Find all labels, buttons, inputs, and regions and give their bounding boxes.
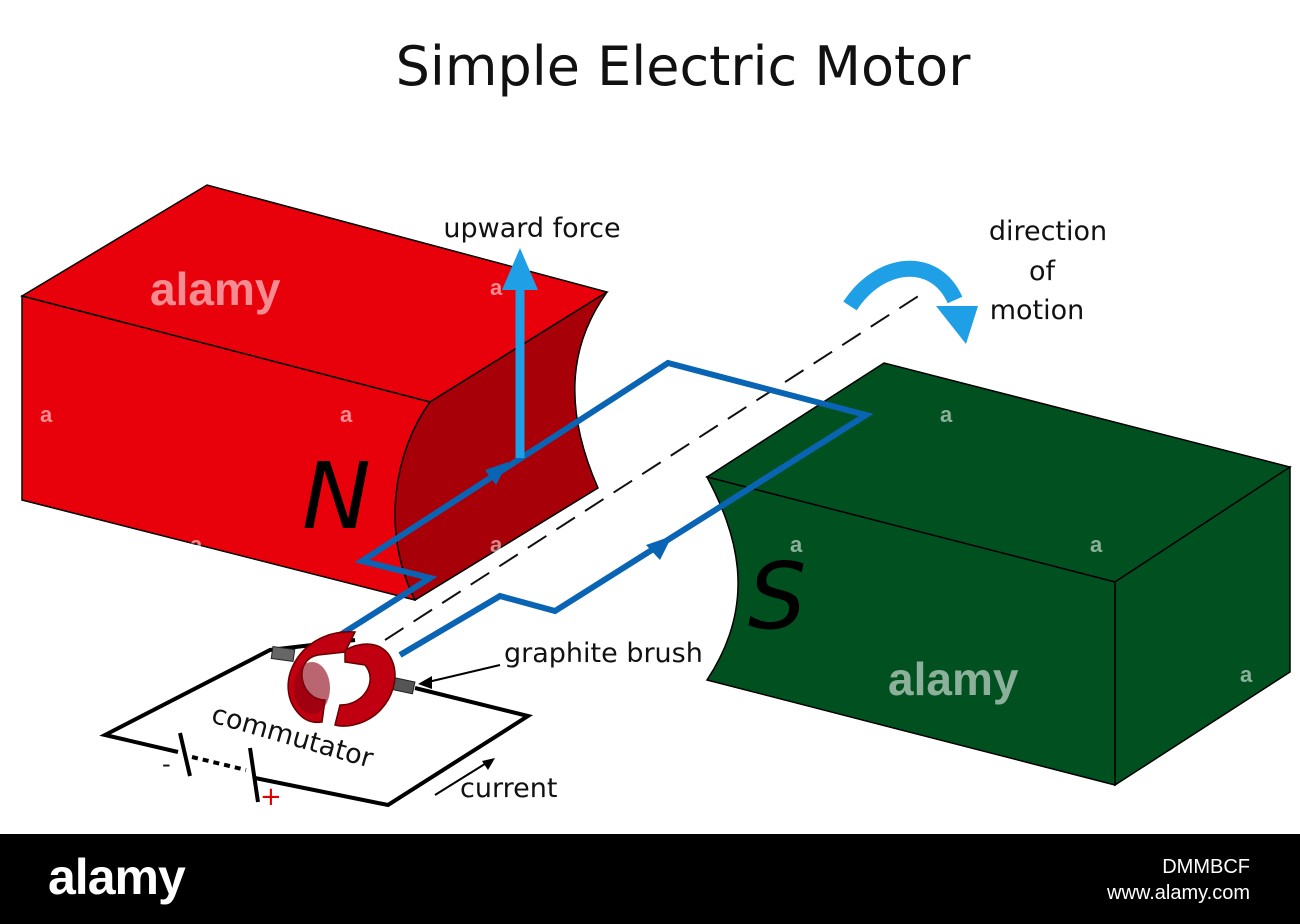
circuit-wire-2 [254, 686, 534, 808]
upward-force-label: upward force [443, 213, 620, 244]
south-pole-label: S [748, 543, 806, 650]
coil-wire [338, 359, 874, 658]
diagram-title: Simple Electric Motor [396, 35, 972, 98]
commutator [287, 631, 396, 727]
curved-arrow-icon [843, 260, 978, 344]
current-arrow-icon [434, 758, 495, 796]
brush-left [270, 645, 296, 663]
rotation-axis [384, 294, 921, 641]
watermark: alamy alamy a a a a a a a a a [40, 263, 1253, 705]
watermark-mark: a [1240, 662, 1253, 687]
direction-label-line1: direction [989, 216, 1107, 247]
battery-minus-plate [178, 732, 192, 777]
motor-diagram: Simple Electric Motor N S - + [20, 35, 1292, 812]
brush-pointer-head [418, 676, 432, 689]
watermark-mark: a [940, 402, 953, 427]
battery-dots [191, 755, 247, 772]
north-magnet: N [20, 184, 609, 602]
battery-plus-label: + [260, 782, 282, 812]
watermark-mark: a [1090, 532, 1103, 557]
watermark-mark: a [490, 275, 503, 300]
watermark-text: alamy [888, 653, 1019, 705]
wire-current-arrow-2 [646, 536, 672, 560]
south-magnet: S [705, 362, 1292, 787]
force-arrow-icon [502, 248, 538, 458]
footer-logo: alamy [48, 849, 186, 905]
battery-minus-label: - [162, 750, 171, 778]
watermark-mark: a [340, 402, 353, 427]
wire-current-arrow-1 [485, 462, 508, 485]
south-magnet-front [705, 475, 1116, 786]
brush-pointer-line [427, 664, 501, 683]
watermark-mark: a [490, 532, 503, 557]
footer-url: www.alamy.com [1107, 882, 1250, 904]
commutator-half-2 [334, 643, 396, 727]
footer-bar: alamy DMMBCF www.alamy.com [0, 834, 1300, 924]
watermark-text: alamy [150, 263, 281, 315]
diagram-canvas: Simple Electric Motor N S - + [20, 35, 1292, 812]
direction-label-line3: motion [990, 295, 1085, 326]
watermark-mark: a [190, 532, 203, 557]
watermark-mark: a [790, 532, 803, 557]
watermark-mark: a [40, 402, 53, 427]
image-id: DMMBCF [1162, 856, 1250, 878]
battery-plus-plate [248, 747, 260, 803]
north-magnet-face [394, 291, 608, 602]
direction-label-line2: of [1029, 256, 1057, 287]
graphite-brush-label: graphite brush [504, 638, 703, 669]
current-label: current [460, 773, 557, 804]
north-pole-label: N [302, 443, 371, 550]
